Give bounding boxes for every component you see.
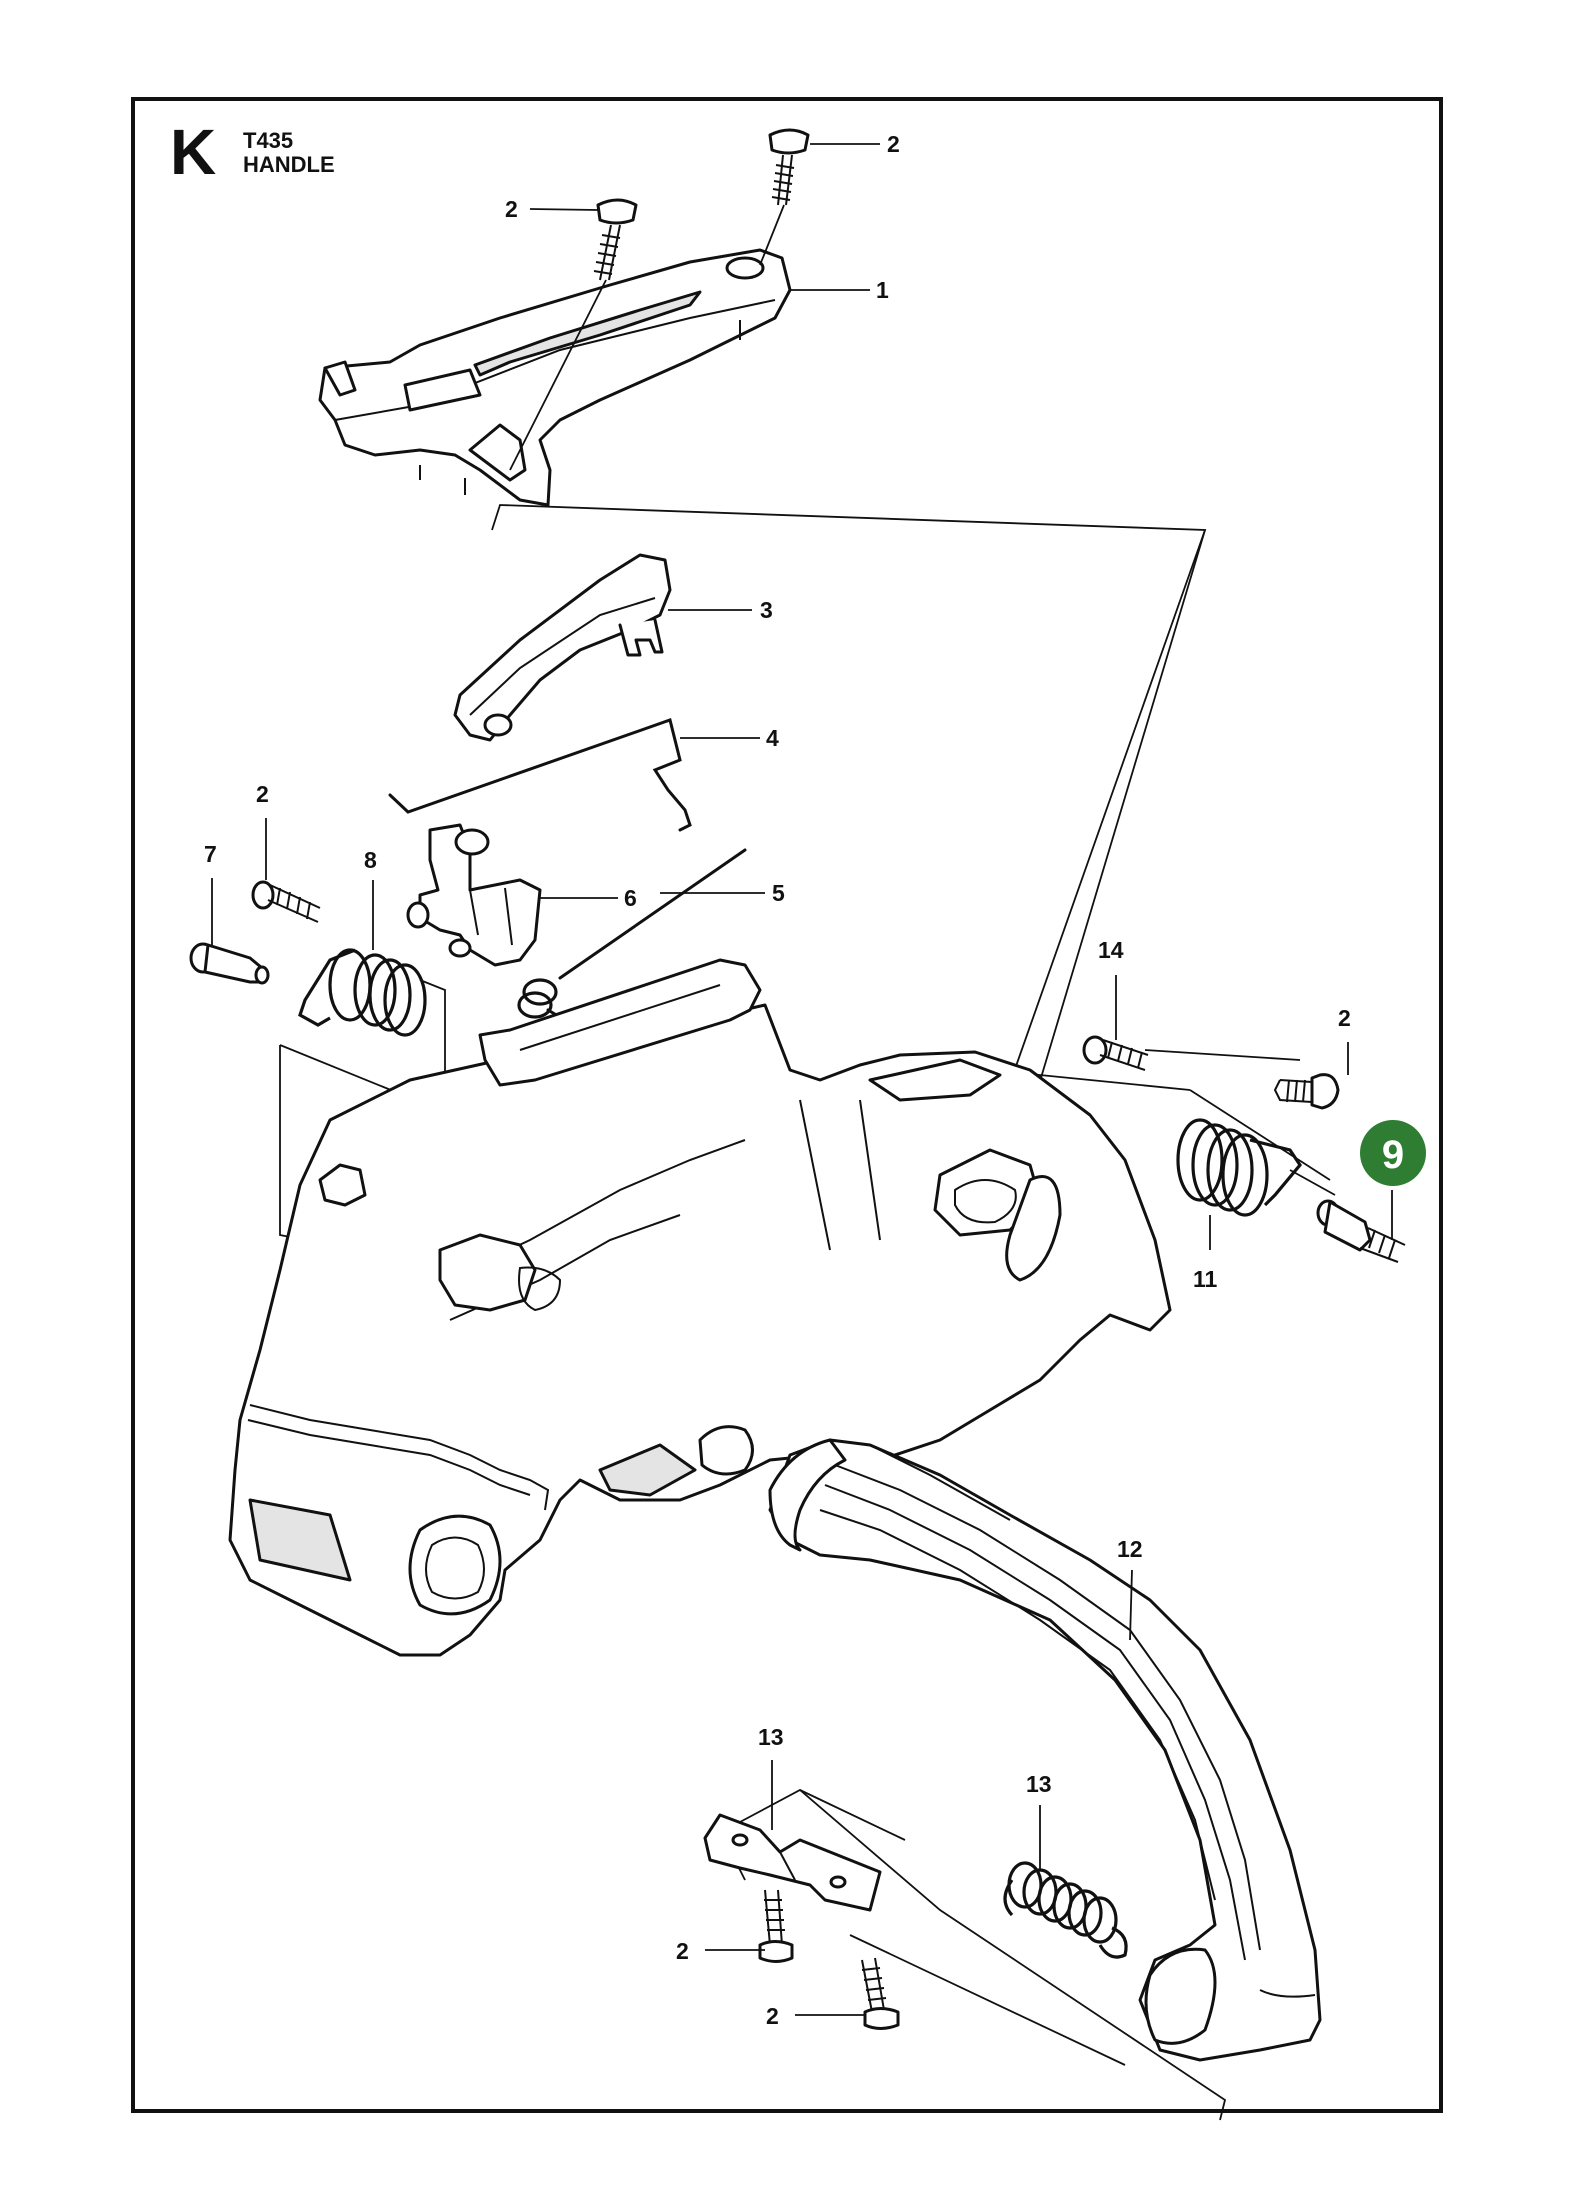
part-12-bracket [703, 1813, 882, 1912]
part-11-front-grip [768, 1438, 1322, 2062]
highlight-callout-9: 9 [1360, 1120, 1426, 1186]
callout-12: 13 [758, 1724, 784, 1750]
screw-2-right [1273, 1073, 1340, 1110]
callout-leaders [211, 143, 1393, 2016]
callout-10: 11 [1193, 1266, 1218, 1292]
screw-2-bottom-right [861, 1957, 900, 2030]
callout-3: 3 [760, 597, 773, 623]
callout-14: 14 [1098, 937, 1124, 963]
callout-8: 8 [364, 847, 377, 873]
model-label: T435 [243, 128, 294, 153]
callout-5: 5 [772, 880, 785, 906]
screw-2-top-right [759, 128, 810, 266]
callout-2-mid-left: 2 [256, 781, 269, 807]
callout-1: 1 [876, 277, 889, 303]
highlight-callout-9-label: 9 [1382, 1133, 1404, 1177]
screw-2-bottom-left [758, 1889, 794, 1963]
pin-right [1316, 1199, 1406, 1263]
part-4-wire-rod [388, 718, 692, 832]
part-10-torsion-spring [1176, 1118, 1302, 1217]
callout-2-top-left: 2 [505, 196, 518, 222]
callout-2-right: 2 [1338, 1005, 1351, 1031]
part-14-screw [1082, 1035, 1149, 1071]
screw-2-mid-left [251, 880, 321, 923]
part-1-handle-cover [318, 248, 792, 507]
section-letter: K [170, 116, 217, 188]
callout-4: 4 [766, 725, 779, 751]
screw-2-top-left [509, 198, 638, 471]
diagram-frame [131, 97, 1443, 2113]
callout-13: 13 [1026, 1771, 1052, 1797]
callout-11: 12 [1117, 1536, 1143, 1562]
part-13-extension-spring [1003, 1861, 1128, 1959]
part-6-throttle-trigger [406, 823, 542, 967]
callout-2-bottom-right: 2 [766, 2003, 779, 2029]
callout-2-top-right: 2 [887, 131, 900, 157]
part-7-pin [189, 942, 270, 985]
callout-6: 6 [624, 885, 637, 911]
part-8-torsion-spring [298, 948, 427, 1037]
main-handle-body [228, 958, 1172, 1657]
callout-2-bottom-left: 2 [676, 1938, 689, 1964]
section-title: HANDLE [243, 152, 335, 177]
part-3-throttle-lockout [453, 553, 672, 742]
callout-7: 7 [204, 841, 217, 867]
